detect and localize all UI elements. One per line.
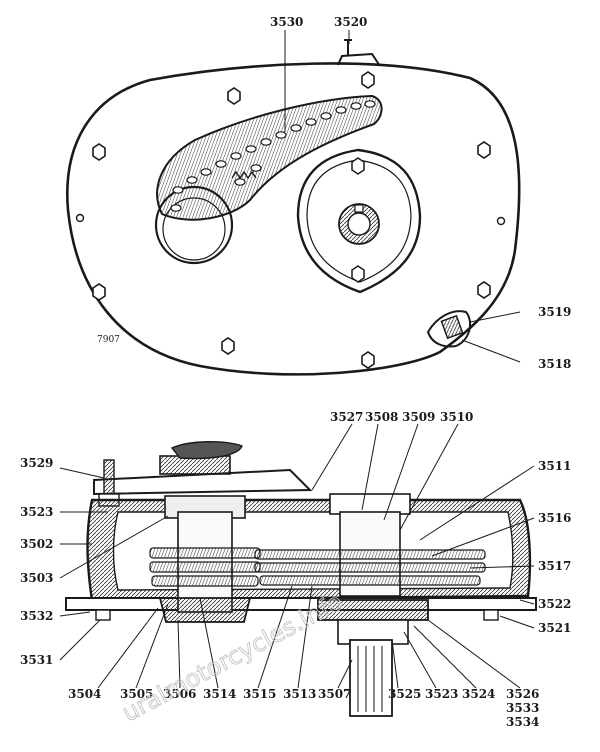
label-3507: 3507 (318, 687, 351, 701)
bolt-hex (361, 71, 375, 89)
label-3532: 3532 (20, 609, 53, 623)
label-3531: 3531 (20, 653, 53, 667)
label-3523-bottom: 3523 (425, 687, 458, 701)
leaders-top (284, 30, 521, 363)
label-3504: 3504 (68, 687, 101, 701)
shaft-bore (347, 212, 371, 236)
right-upper-boss (329, 493, 411, 515)
label-3510: 3510 (440, 410, 473, 424)
label-3514: 3514 (203, 687, 236, 701)
figure-number: 7907 (97, 335, 120, 345)
label-3534: 3534 (506, 715, 539, 729)
cover-outline (66, 62, 521, 376)
adjuster-screw (426, 310, 472, 348)
label-3509: 3509 (402, 410, 435, 424)
label-3525: 3525 (388, 687, 421, 701)
label-3518: 3518 (538, 357, 571, 371)
flange-inner (306, 159, 412, 283)
label-3519: 3519 (538, 305, 571, 319)
label-3520: 3520 (334, 15, 367, 29)
label-3517: 3517 (538, 559, 571, 573)
cover-top-view: 7907 3530 3520 3519 3518 (66, 15, 571, 376)
label-3515: 3515 (243, 687, 276, 701)
label-3523-left: 3523 (20, 505, 53, 519)
bolt-hex (221, 337, 235, 355)
sprocket-teeth (231, 170, 257, 180)
label-3503: 3503 (20, 571, 53, 585)
label-3521: 3521 (538, 621, 571, 635)
label-3522: 3522 (538, 597, 571, 611)
label-3529: 3529 (20, 456, 53, 470)
left-lower-housing (158, 597, 252, 623)
output-shaft-splines (357, 646, 383, 712)
label-3530: 3530 (270, 15, 303, 29)
label-3526: 3526 (506, 687, 539, 701)
dowel-hole (496, 216, 506, 226)
breather-stub (344, 39, 352, 56)
cover-top-lug (337, 52, 381, 67)
label-3506: 3506 (163, 687, 196, 701)
keyway (354, 204, 364, 213)
flange-bolts (351, 157, 365, 283)
label-3533: 3533 (506, 701, 539, 715)
label-3513: 3513 (283, 687, 316, 701)
bolt-hex (477, 281, 491, 299)
leaders-section (59, 423, 535, 689)
bolt-hex (227, 87, 241, 105)
cover-bolts (92, 71, 491, 369)
bolt-hex (361, 351, 375, 369)
chain-guide (156, 94, 383, 221)
bolt-hex (477, 141, 491, 159)
left-sprocket-stack (149, 547, 261, 587)
label-3516: 3516 (538, 511, 571, 525)
bolt-hex (92, 143, 106, 161)
label-3502: 3502 (20, 537, 53, 551)
gearbox-section-view: 3527 3508 3509 3510 3511 3516 3517 3522 … (20, 410, 571, 729)
label-3511: 3511 (538, 459, 571, 473)
base-bolts (95, 609, 499, 621)
label-3524: 3524 (462, 687, 495, 701)
bolt-hex (92, 283, 106, 301)
output-shaft (349, 639, 393, 717)
label-3508: 3508 (365, 410, 398, 424)
right-sprocket-stack (254, 549, 486, 586)
chain-links (170, 100, 376, 212)
dowel-hole (75, 213, 85, 223)
selector-lever (170, 441, 243, 460)
label-3527: 3527 (330, 410, 363, 424)
label-3505: 3505 (120, 687, 153, 701)
